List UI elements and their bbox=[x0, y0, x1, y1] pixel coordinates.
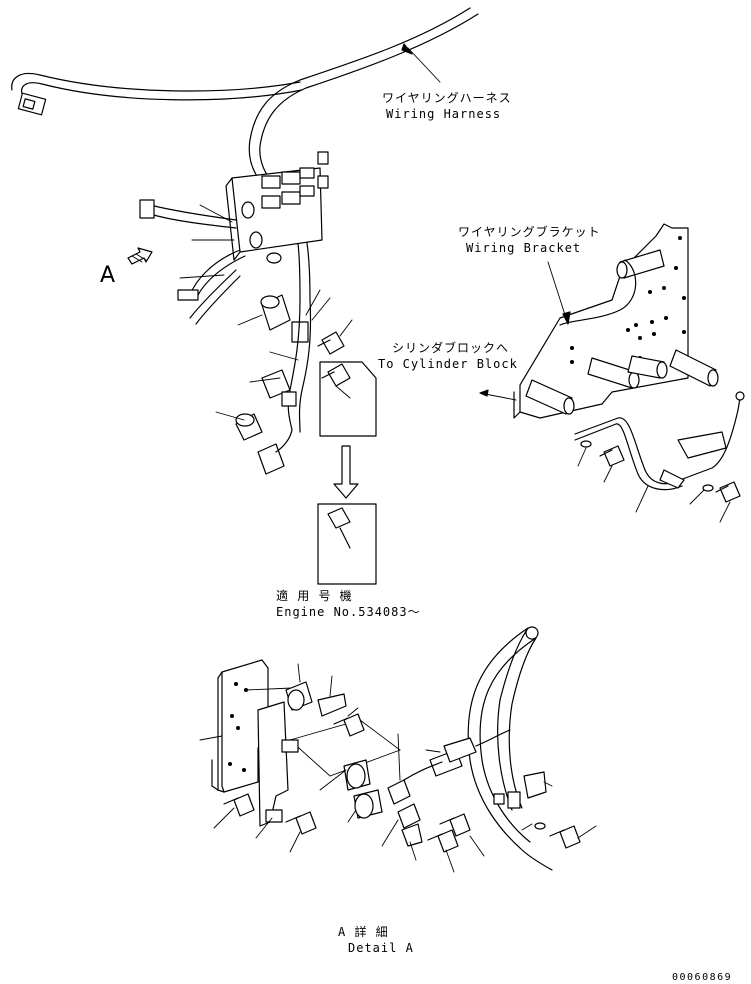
wiring-bracket bbox=[479, 223, 745, 523]
cylinder-label-jp: シリンダブロックへ bbox=[392, 340, 509, 355]
harness-label-en: Wiring Harness bbox=[386, 107, 501, 121]
harness-assembly bbox=[11, 7, 479, 585]
cylinder-label-en: To Cylinder Block bbox=[378, 357, 518, 371]
detail-a bbox=[199, 626, 597, 873]
bracket-label-en: Wiring Bracket bbox=[466, 241, 581, 255]
drawing-code: 00060869 bbox=[672, 972, 732, 983]
left-connector bbox=[17, 92, 47, 116]
bracket-label-jp: ワイヤリングブラケット bbox=[458, 224, 601, 239]
spacer bbox=[260, 294, 291, 331]
serial-label-en: Engine No.534083～ bbox=[276, 605, 421, 619]
detail-label-jp: A 詳 細 bbox=[338, 924, 389, 939]
harness-label-jp: ワイヤリングハーネス bbox=[382, 91, 512, 105]
serial-label-jp: 適 用 号 機 bbox=[276, 588, 353, 603]
view-marker: A bbox=[100, 263, 115, 288]
detail-label-en: Detail A bbox=[348, 941, 414, 955]
